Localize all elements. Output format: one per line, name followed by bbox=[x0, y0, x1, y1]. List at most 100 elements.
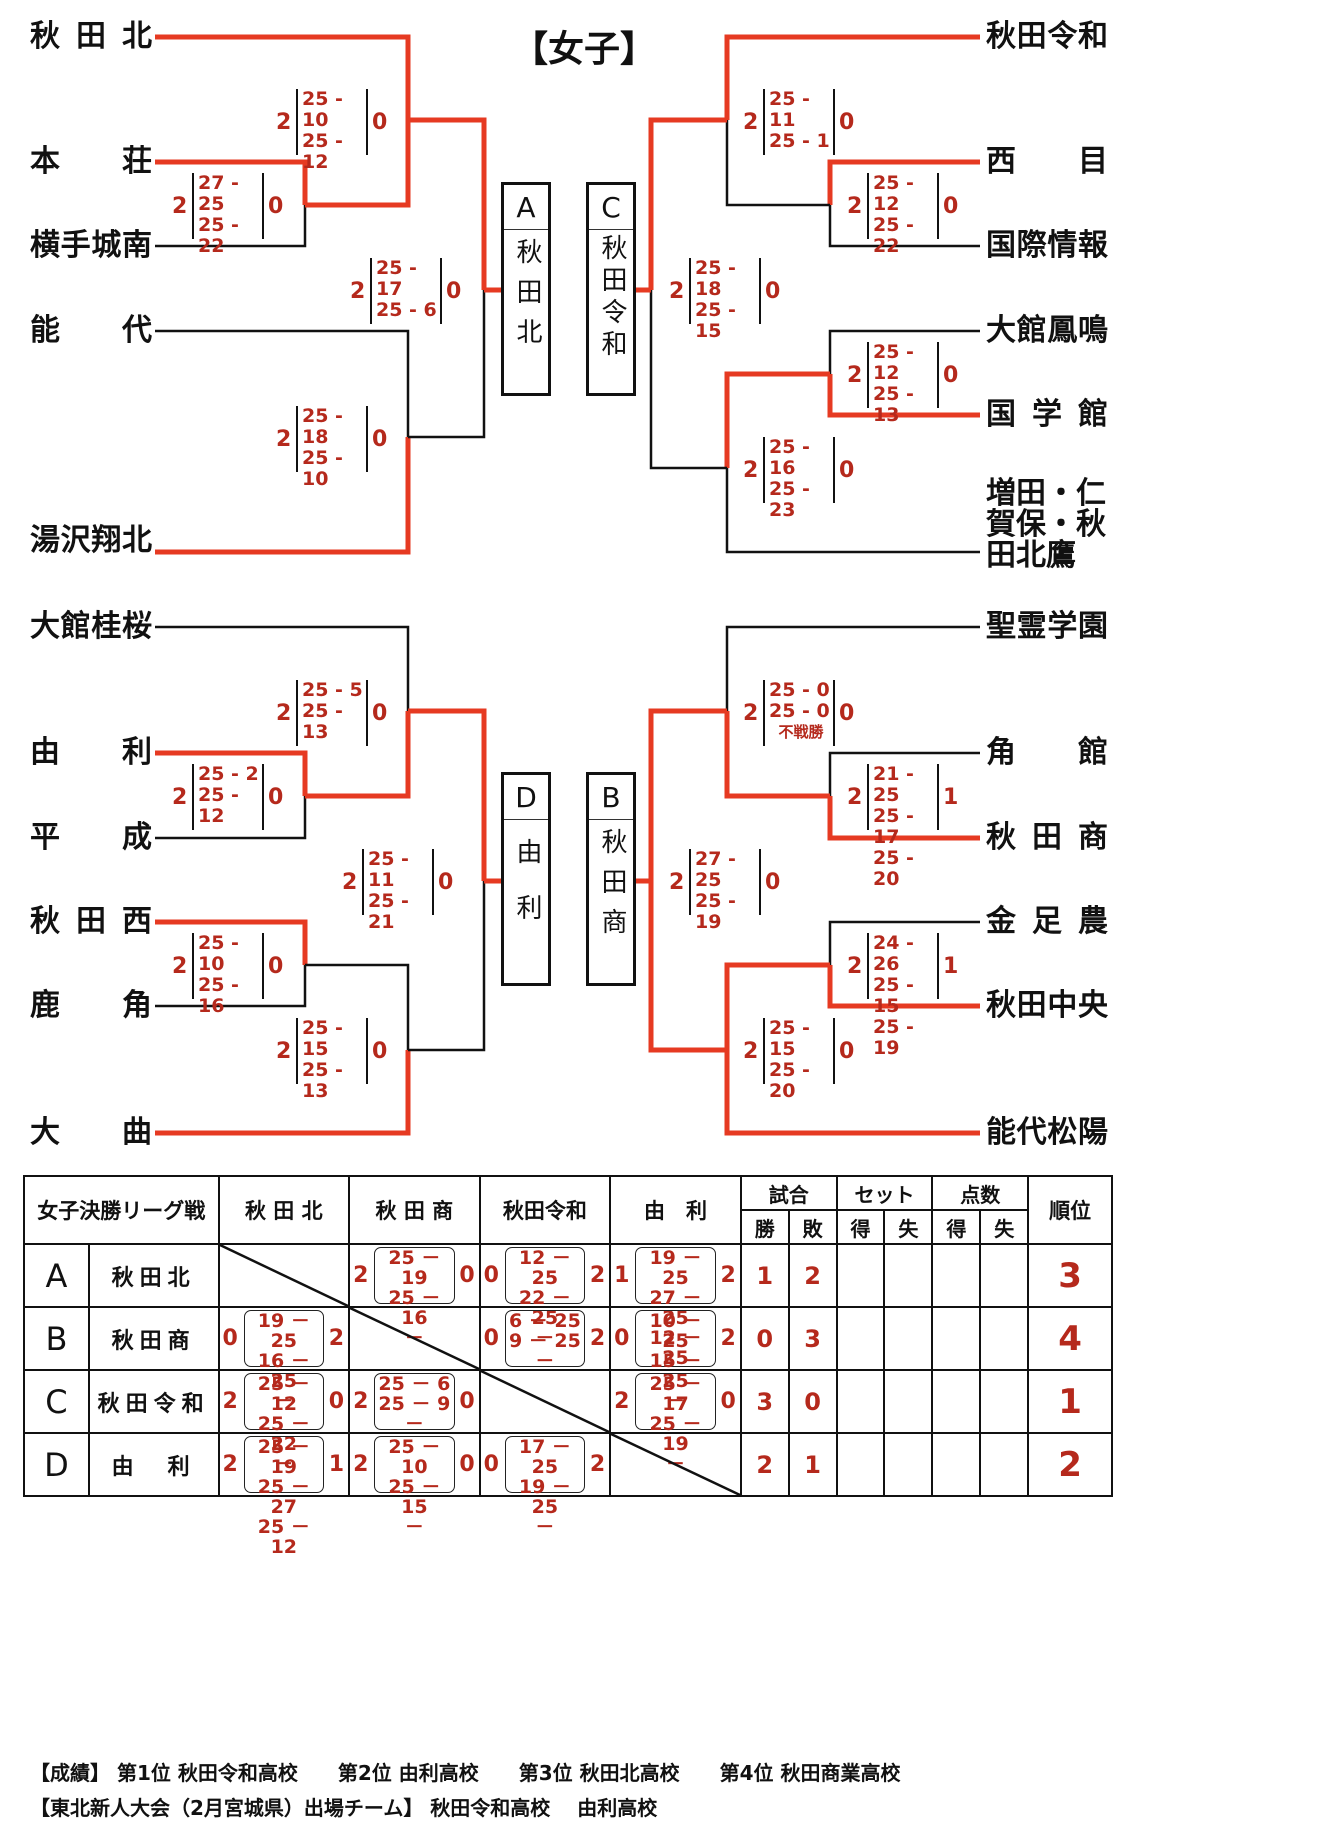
column-header: 秋 田 商 bbox=[348, 1175, 481, 1245]
set-score: 25 - 13 bbox=[302, 1059, 343, 1102]
team-right: 大館鳳鳴 bbox=[986, 313, 1108, 348]
set-score: 25 - 15 bbox=[769, 1017, 810, 1060]
bracket-line-winner bbox=[724, 1050, 980, 1136]
stat-sub-header: 失 bbox=[979, 1209, 1030, 1245]
set-score: － bbox=[535, 1516, 555, 1538]
sets-for bbox=[835, 1243, 886, 1308]
set-score: 25 - 6 bbox=[376, 299, 437, 321]
group-letter: A bbox=[23, 1243, 90, 1308]
group-letter: C bbox=[589, 185, 633, 230]
sets-won-right: 0 bbox=[839, 701, 855, 726]
sets-won: 0 bbox=[483, 1326, 499, 1351]
team-left: 鹿角 bbox=[30, 988, 152, 1023]
set-score: 25 - 20 bbox=[873, 847, 914, 890]
bracket-line-winner bbox=[155, 919, 308, 965]
league-table: 女子決勝リーグ戦 秋 田 北 秋 田 商 秋田令和 由 利 試合 セット 点数 … bbox=[23, 1175, 1113, 1557]
bracket-line-winner bbox=[724, 34, 980, 120]
bracket-line-loser bbox=[725, 625, 980, 711]
team-name: 秋田北 bbox=[87, 1243, 220, 1308]
bracket-line-winner bbox=[408, 117, 487, 290]
sets-won-left: 2 bbox=[342, 870, 358, 895]
sets-won-right: 0 bbox=[268, 785, 284, 810]
final-rank: 1 bbox=[1027, 1369, 1113, 1434]
team-right: 秋田中央 bbox=[986, 988, 1108, 1023]
set-score: 25 - 19 bbox=[695, 890, 736, 933]
tohoku-qualifiers: 【東北新人大会（2月宮城県）出場チーム】 秋田令和高校 由利高校 bbox=[30, 1796, 658, 1820]
sets-won-left: 2 bbox=[743, 701, 759, 726]
sets-won-left: 2 bbox=[743, 1039, 759, 1064]
team-right: 秋田令和 bbox=[986, 19, 1108, 54]
team-left: 能代 bbox=[30, 313, 152, 348]
stat-group-header: 試合 bbox=[739, 1175, 838, 1211]
sets-won-left: 2 bbox=[847, 194, 863, 219]
bracket-line-loser bbox=[828, 920, 980, 965]
set-score: 25 - 18 bbox=[302, 405, 343, 448]
set-score: 25 - 19 bbox=[873, 1016, 914, 1059]
set-score: － bbox=[535, 1350, 555, 1372]
set-score: 25 - 21 bbox=[368, 890, 409, 933]
sets-for bbox=[835, 1306, 886, 1371]
set-score: 6 － 25 bbox=[508, 1310, 581, 1332]
team-left: 湯沢翔北 bbox=[30, 523, 152, 558]
sets-won-right: 0 bbox=[268, 954, 284, 979]
bracket-line-loser bbox=[828, 329, 980, 374]
set-score: 25 － 9 bbox=[378, 1393, 451, 1415]
set-score: 25 - 15 bbox=[695, 299, 736, 342]
sets-won-right: 0 bbox=[268, 194, 284, 219]
group-letter: C bbox=[23, 1369, 90, 1434]
team-left: 大館桂桜 bbox=[30, 609, 152, 644]
team-right: 金足農 bbox=[986, 904, 1108, 939]
sets-for bbox=[835, 1432, 886, 1497]
set-score: 25 - 12 bbox=[198, 784, 239, 827]
team-left: 由利 bbox=[30, 735, 152, 770]
points-for bbox=[931, 1243, 982, 1308]
bracket-line-loser bbox=[155, 796, 307, 840]
self-match-cell bbox=[478, 1369, 612, 1434]
bracket-line-winner bbox=[155, 750, 308, 796]
sets-won-right: 0 bbox=[839, 458, 855, 483]
set-score: 25 － 12 bbox=[257, 1516, 310, 1558]
sets-won-left: 2 bbox=[847, 785, 863, 810]
losses: 2 bbox=[787, 1243, 838, 1308]
bracket-line-loser bbox=[305, 963, 410, 1050]
sets-won-right: 0 bbox=[839, 110, 855, 135]
sets-against bbox=[883, 1306, 934, 1371]
sets-won: 0 bbox=[222, 1326, 238, 1351]
walkover-note: 不戦勝 bbox=[778, 723, 824, 741]
set-score: 25 － 10 bbox=[388, 1436, 441, 1478]
sets-won-right: 1 bbox=[943, 954, 959, 979]
bracket-line-winner bbox=[827, 796, 980, 841]
sets-won: 0 bbox=[483, 1452, 499, 1477]
group-box-a: A 秋田北 bbox=[501, 182, 551, 396]
sets-won-right: 1 bbox=[943, 785, 959, 810]
sets-won: 2 bbox=[353, 1263, 369, 1288]
losses: 0 bbox=[787, 1369, 838, 1434]
group-letter: A bbox=[504, 185, 548, 230]
results-summary: 【成績】 第1位 秋田令和高校 第2位 由利高校 第3位 秋田北高校 第4位 秋… bbox=[30, 1761, 901, 1785]
sets-won-left: 2 bbox=[276, 701, 292, 726]
set-score: 25 - 15 bbox=[873, 974, 914, 1017]
set-score: 25 - 10 bbox=[302, 447, 343, 490]
sets-lost: 0 bbox=[459, 1452, 475, 1477]
bracket-line-loser bbox=[408, 290, 486, 439]
bracket-line-loser bbox=[155, 329, 410, 437]
